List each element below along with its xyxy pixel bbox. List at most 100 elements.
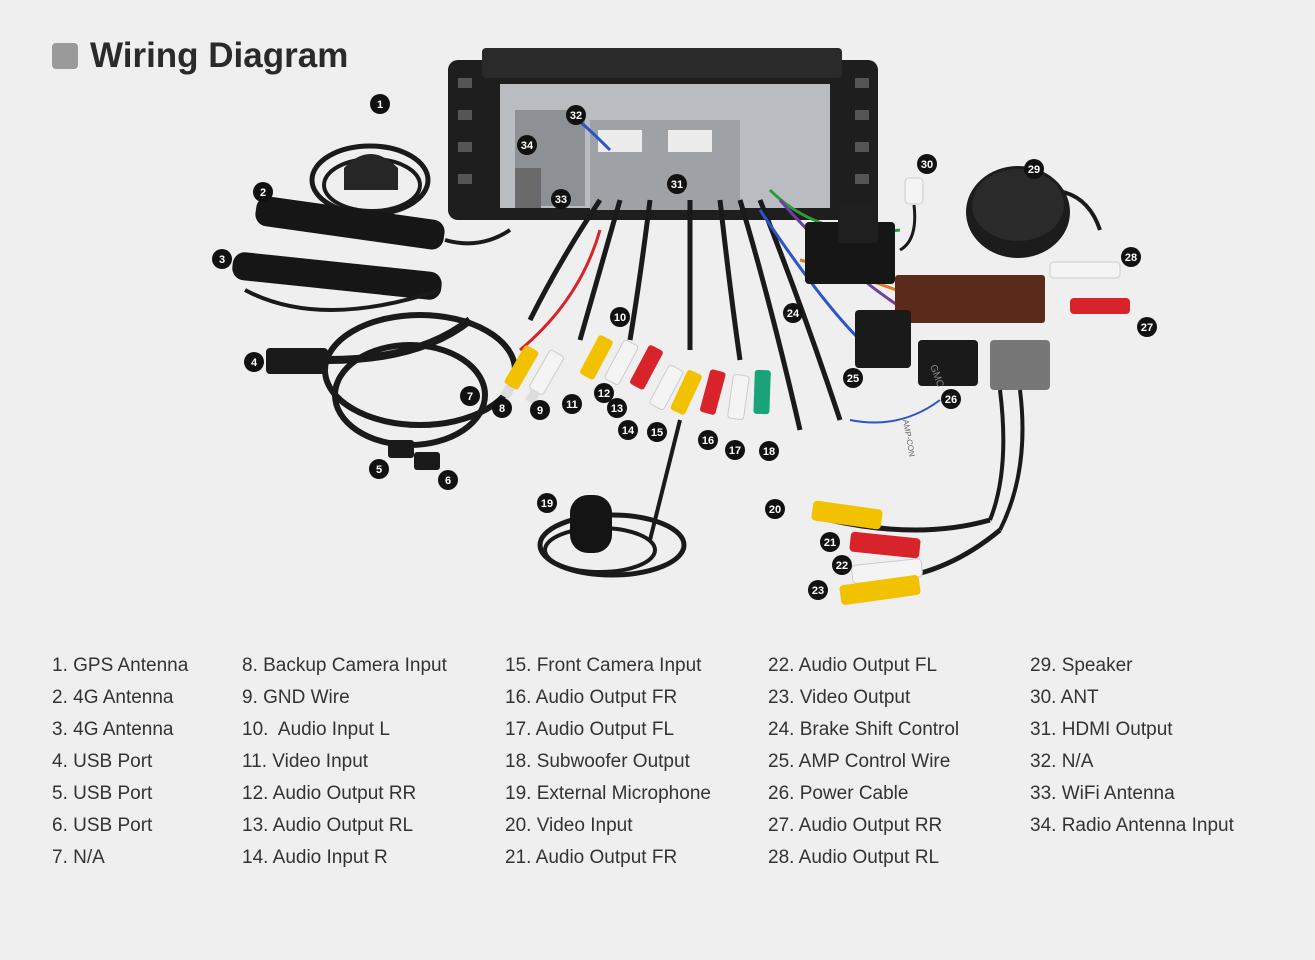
legend-item: 10. Audio Input L [242, 719, 390, 740]
badge-number: 9 [537, 405, 543, 417]
badge-number: 18 [763, 446, 775, 458]
badge-21: 21 [820, 532, 840, 552]
power-plugs: GMC AMP-CON [849, 310, 1050, 531]
legend-item: 22. Audio Output FL [768, 655, 938, 676]
badge-23: 23 [808, 580, 828, 600]
legend-item: 1. GPS Antenna [52, 655, 189, 676]
badge-number: 24 [787, 308, 800, 320]
badge-24: 24 [783, 303, 803, 323]
badge-number: 21 [824, 537, 836, 549]
badge-26: 26 [941, 389, 961, 409]
badge-number: 13 [611, 403, 623, 415]
badge-number: 29 [1028, 164, 1040, 176]
badge-1: 1 [370, 94, 390, 114]
legend-item: 14. Audio Input R [242, 847, 388, 868]
badge-16: 16 [698, 430, 718, 450]
legend-item: 30. ANT [1030, 687, 1099, 708]
badge-33: 33 [551, 189, 571, 209]
badge-14: 14 [618, 420, 638, 440]
badge-number: 32 [570, 110, 582, 122]
badge-27: 27 [1137, 317, 1157, 337]
badge-number: 12 [598, 388, 610, 400]
badge-number: 30 [921, 159, 933, 171]
badge-3: 3 [212, 249, 232, 269]
badge-number: 4 [251, 357, 258, 369]
badge-number: 26 [945, 394, 957, 406]
badge-number: 16 [702, 435, 714, 447]
gps-antenna [309, 143, 431, 217]
amp-module [895, 275, 1045, 323]
legend-item: 12. Audio Output RR [242, 783, 417, 804]
legend-item: 28. Audio Output RL [768, 847, 940, 868]
badge-number: 27 [1141, 322, 1153, 334]
badge-28: 28 [1121, 247, 1141, 267]
legend-item: 24. Brake Shift Control [768, 719, 960, 740]
legend-item: 23. Video Output [768, 687, 911, 708]
badge-number: 31 [671, 179, 683, 191]
badge-number: 23 [812, 585, 824, 597]
head-unit [448, 48, 878, 220]
legend-item: 2. 4G Antenna [52, 687, 174, 708]
badge-number: 34 [521, 140, 534, 152]
legend-item: 34. Radio Antenna Input [1030, 815, 1234, 836]
wire-tag: AMP-CON [901, 419, 916, 458]
page-title: Wiring Diagram [90, 36, 349, 75]
legend-item: 8. Backup Camera Input [242, 655, 447, 676]
legend-item: 18. Subwoofer Output [505, 751, 690, 772]
badge-9: 9 [530, 400, 550, 420]
badge-8: 8 [492, 398, 512, 418]
badge-18: 18 [759, 441, 779, 461]
rca-connectors-center [500, 335, 771, 421]
badge-32: 32 [566, 105, 586, 125]
legend-item: 29. Speaker [1030, 655, 1133, 676]
badge-13: 13 [607, 398, 627, 418]
badge-number: 28 [1125, 252, 1137, 264]
legend-item: 32. N/A [1030, 751, 1094, 772]
legend-item: 33. WiFi Antenna [1030, 783, 1175, 804]
legend-item: 19. External Microphone [505, 783, 711, 804]
legend-column-4: 22. Audio Output FL 23. Video Output 24. B… [768, 650, 959, 874]
badge-31: 31 [667, 174, 687, 194]
legend-item: 11. Video Input [242, 751, 369, 772]
badge-number: 20 [769, 504, 781, 516]
legend-item: 6. USB Port [52, 815, 153, 836]
rca-connectors-right [811, 500, 1002, 605]
badge-number: 2 [260, 187, 266, 199]
legend-item: 7. N/A [52, 847, 105, 868]
badge-29: 29 [1024, 159, 1044, 179]
badge-19: 19 [537, 493, 557, 513]
badge-number: 6 [445, 475, 451, 487]
square-icon [52, 43, 78, 69]
badge-5: 5 [369, 459, 389, 479]
badge-11: 11 [562, 394, 582, 414]
badge-number: 8 [499, 403, 505, 415]
badge-number: 33 [555, 194, 567, 206]
badge-number: 1 [377, 99, 383, 111]
badge-30: 30 [917, 154, 937, 174]
legend-item: 16. Audio Output FR [505, 687, 678, 708]
badge-number: 15 [651, 427, 663, 439]
badge-6: 6 [438, 470, 458, 490]
badge-number: 7 [467, 391, 473, 403]
badge-4: 4 [244, 352, 264, 372]
title-block: Wiring Diagram [52, 36, 348, 76]
4g-antennas [232, 196, 512, 312]
badge-number: 10 [614, 312, 626, 324]
badge-number: 25 [847, 373, 859, 385]
badge-number: 22 [836, 560, 848, 572]
badge-12: 12 [594, 383, 614, 403]
legend-item: 20. Video Input [505, 815, 633, 836]
legend-item: 26. Power Cable [768, 783, 909, 804]
legend-item: 17. Audio Output FL [505, 719, 675, 740]
badge-15: 15 [647, 422, 667, 442]
badge-10: 10 [610, 307, 630, 327]
external-microphone [537, 419, 687, 578]
badge-25: 25 [843, 368, 863, 388]
legend-item: 4. USB Port [52, 751, 153, 772]
